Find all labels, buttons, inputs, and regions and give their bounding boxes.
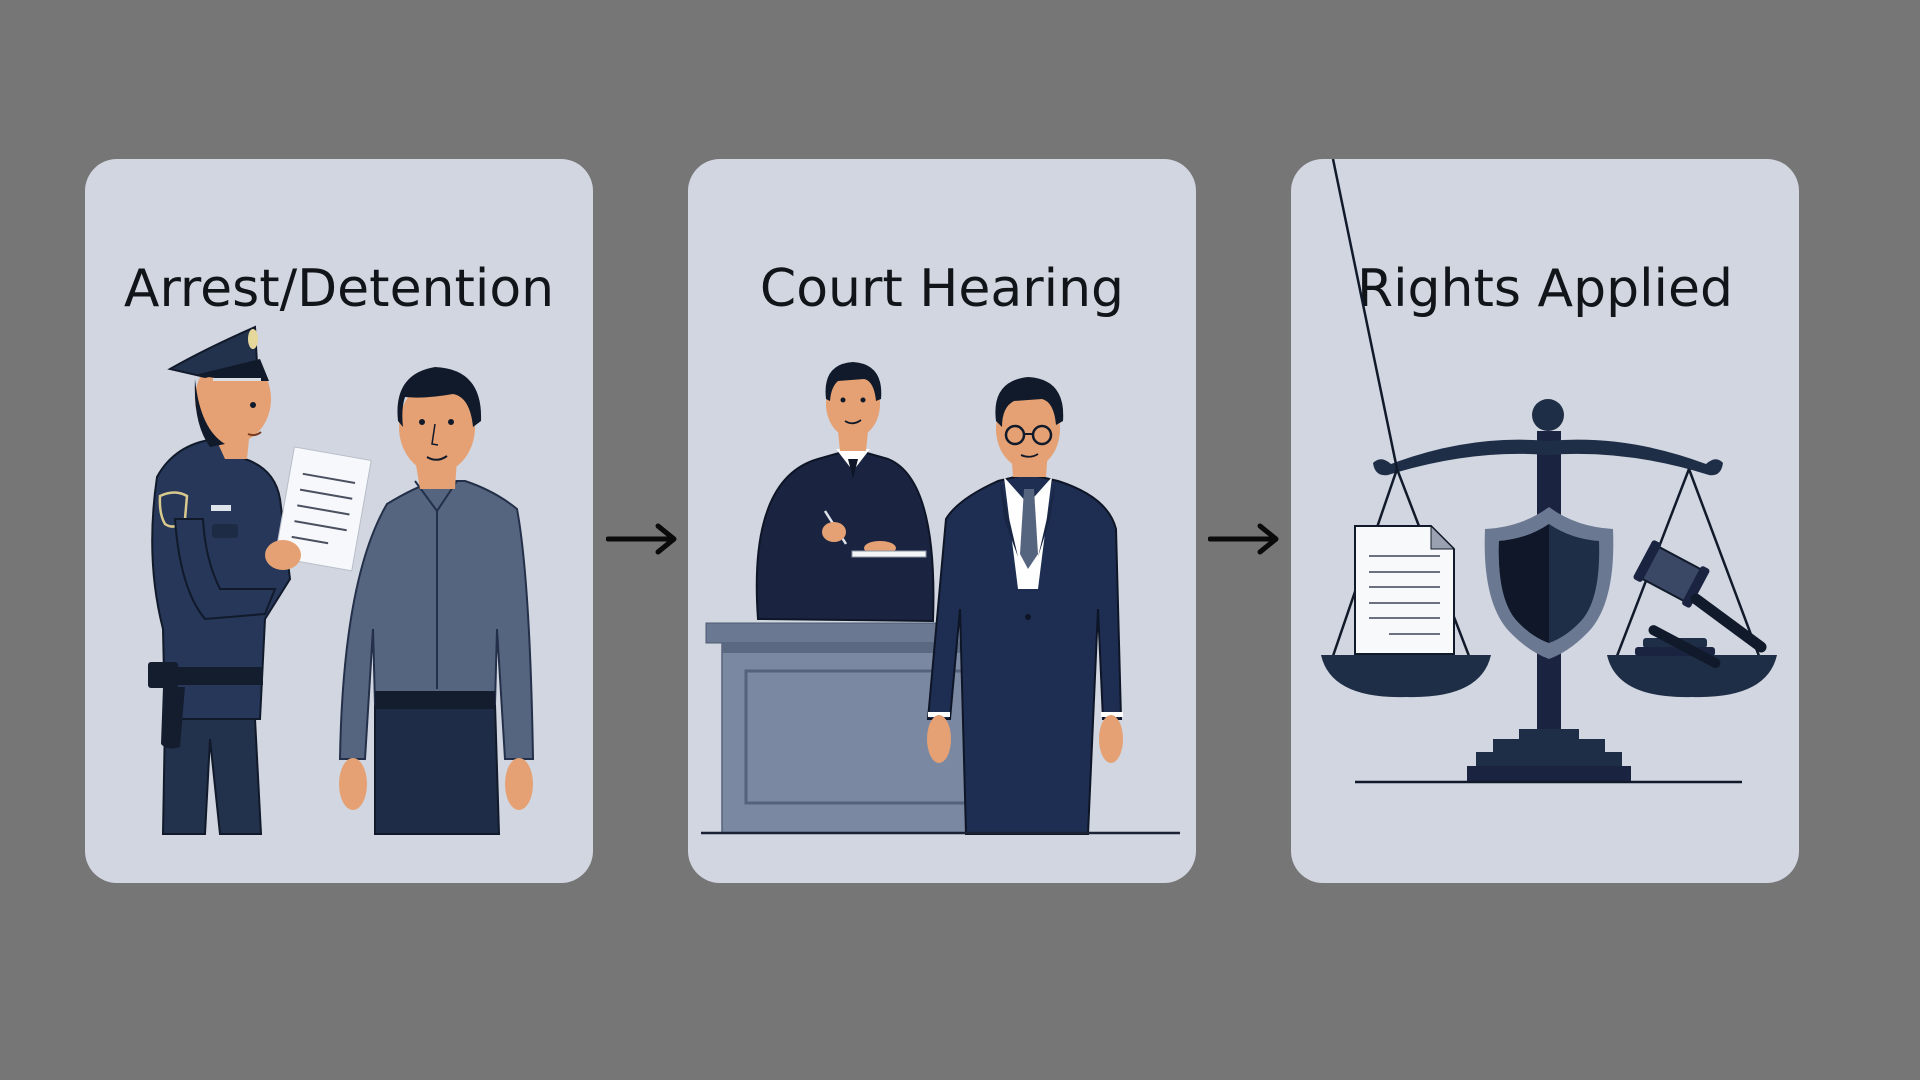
step-card-rights-applied: Rights Applied — [1291, 159, 1799, 883]
right-arrow-icon — [1208, 523, 1279, 555]
step-card-arrest-detention: Arrest/Detention — [85, 159, 593, 883]
right-arrow-icon — [606, 523, 677, 555]
step-title: Arrest/Detention — [123, 259, 555, 319]
step-title: Rights Applied — [1356, 259, 1734, 319]
police-officer-illustration-icon — [148, 325, 535, 835]
step-card-court-hearing: Court Hearing — [688, 159, 1196, 883]
courtroom-judge-illustration-icon — [701, 362, 1180, 835]
scales-of-justice-icon — [1321, 159, 1777, 784]
step-title: Court Hearing — [759, 259, 1125, 319]
